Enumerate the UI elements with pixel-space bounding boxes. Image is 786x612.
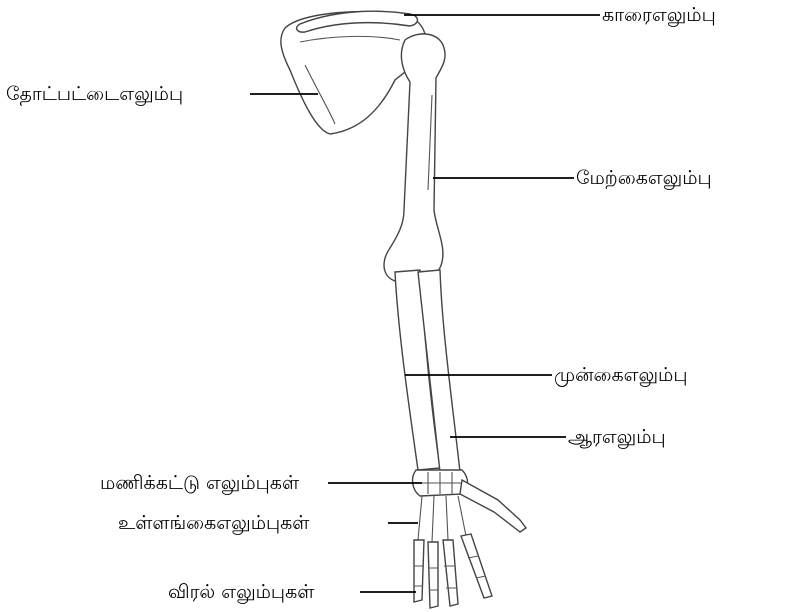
humerus-label: மேற்கைஎலும்பு — [576, 167, 712, 189]
phalanges-label: விரல் எலும்புகள் — [168, 581, 314, 603]
metacarpals-label: உள்ளங்கைஎலும்புகள் — [118, 512, 309, 534]
ulna-label: முன்கைஎலும்பு — [554, 364, 687, 386]
thumb-bones — [460, 480, 526, 532]
radius-label: ஆரஎலும்பு — [568, 426, 666, 448]
scapula-label: தோட்பட்டைஎலும்பு — [6, 83, 183, 105]
carpals-label: மணிக்கட்டு எலும்புகள் — [100, 472, 299, 494]
metacarpal-bones — [418, 496, 466, 542]
clavicle-label: காரைஎலும்பு — [602, 4, 716, 26]
phalanx-bones — [414, 534, 492, 608]
